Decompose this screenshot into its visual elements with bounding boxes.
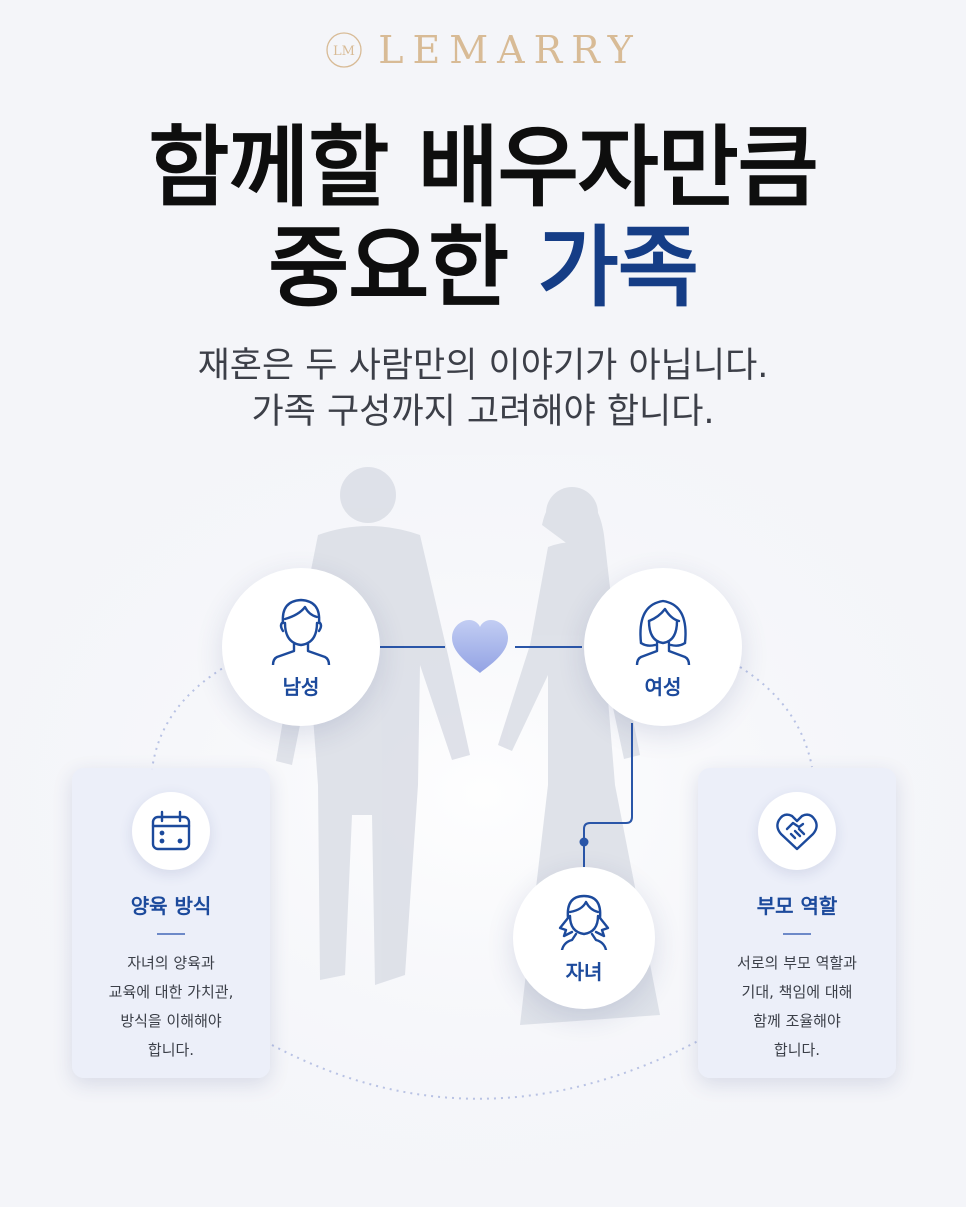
child-icon: [554, 892, 614, 950]
svg-text:LM: LM: [333, 44, 355, 59]
subtitle-line2: 가족 구성까지 고려해야 합니다.: [251, 392, 715, 432]
roles-icon-wrap: [758, 792, 836, 870]
brand-logo: LM LEMARRY: [0, 28, 966, 72]
parenting-divider: [157, 933, 185, 935]
woman-label: 여성: [644, 674, 682, 699]
roles-description: 서로의 부모 역할과 기대, 책임에 대해 함께 조율해야 합니다.: [737, 949, 857, 1065]
roles-line: 함께 조율해야: [753, 1012, 841, 1030]
roles-line: 기대, 책임에 대해: [741, 983, 853, 1001]
child-node: 자녀: [513, 867, 655, 1009]
roles-line: 서로의 부모 역할과: [737, 954, 857, 972]
man-icon: [269, 595, 333, 665]
headline-accent: 가족: [537, 216, 699, 319]
parenting-line: 교육에 대한 가치관,: [108, 983, 234, 1001]
headline-plain: 중요한: [268, 216, 509, 319]
roles-divider: [783, 933, 811, 935]
roles-card: 부모 역할 서로의 부모 역할과 기대, 책임에 대해 함께 조율해야 합니다.: [698, 768, 896, 1078]
child-label: 자녀: [565, 959, 603, 984]
family-diagram: 남성 여성: [0, 455, 966, 1207]
parenting-title: 양육 방식: [130, 894, 212, 918]
roles-title: 부모 역할: [756, 894, 838, 918]
roles-line: 합니다.: [773, 1041, 821, 1059]
parenting-card: 양육 방식 자녀의 양육과 교육에 대한 가치관, 방식을 이해해야 합니다.: [72, 768, 270, 1078]
brand-name: LEMARRY: [378, 28, 642, 72]
headline-line2: 중요한 가족: [0, 218, 966, 318]
parenting-line: 방식을 이해해야: [120, 1012, 222, 1030]
man-label: 남성: [282, 674, 320, 699]
woman-icon: [631, 595, 695, 665]
calendar-icon: [151, 810, 191, 851]
man-node: 남성: [222, 568, 380, 726]
subtitle-line1: 재혼은 두 사람만의 이야기가 아닙니다.: [197, 346, 769, 386]
parenting-line: 자녀의 양육과: [127, 954, 215, 972]
handshake-heart-icon: [776, 813, 818, 851]
monogram-icon: LM: [326, 32, 362, 68]
parenting-description: 자녀의 양육과 교육에 대한 가치관, 방식을 이해해야 합니다.: [109, 949, 234, 1065]
headline-line1: 함께할 배우자만큼: [148, 116, 818, 219]
woman-node: 여성: [584, 568, 742, 726]
parenting-icon-wrap: [132, 792, 210, 870]
heart-icon: [452, 620, 508, 673]
parenting-line: 합니다.: [147, 1041, 195, 1059]
